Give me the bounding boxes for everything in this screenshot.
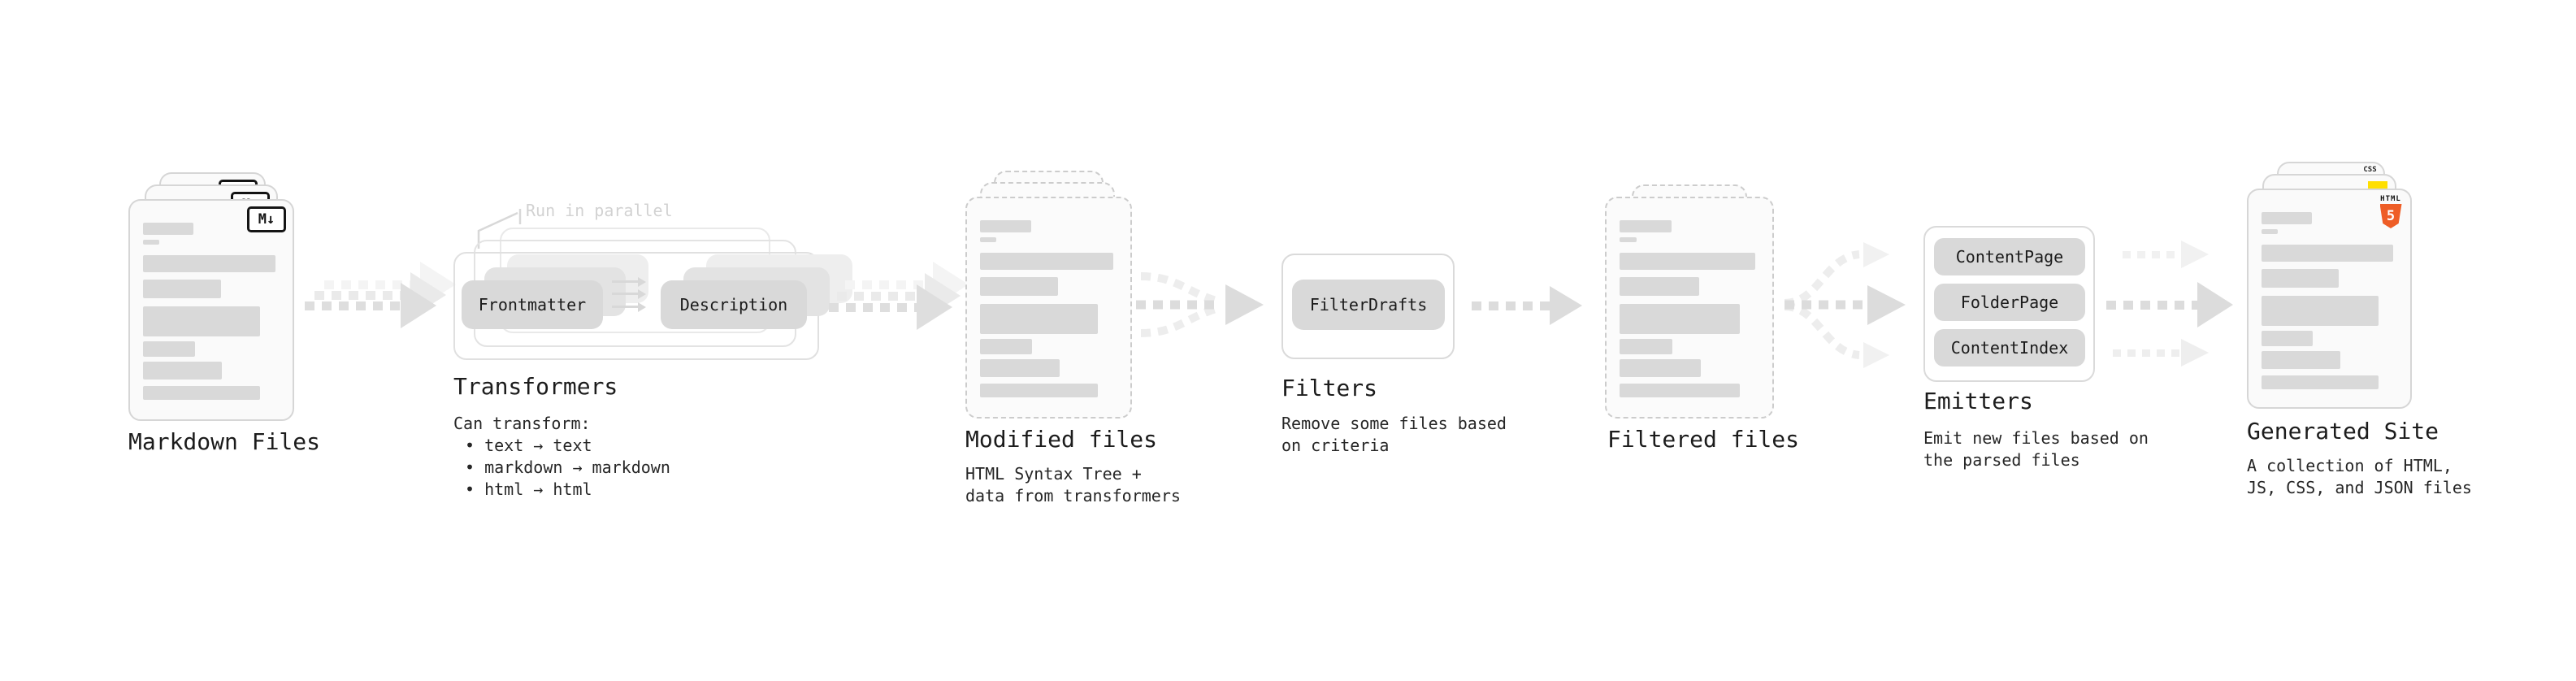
stage-label-emitters: Emitters bbox=[1923, 388, 2033, 414]
placeholder-bar bbox=[2262, 269, 2340, 288]
split-connector bbox=[1784, 242, 1906, 368]
placeholder-bar bbox=[980, 384, 1099, 397]
transformers-description: Can transform: • text → text • markdown … bbox=[453, 413, 670, 501]
placeholder-bar bbox=[143, 306, 261, 336]
filters-description: Remove some files based on criteria bbox=[1281, 413, 1507, 457]
html5-word: HTML bbox=[2380, 195, 2401, 203]
placeholder-bar bbox=[1620, 304, 1740, 334]
parallel-arrow-icon bbox=[612, 276, 646, 287]
placeholder-bar bbox=[1620, 220, 1672, 232]
stage-label-markdown-files: Markdown Files bbox=[128, 428, 321, 455]
placeholder-bar bbox=[143, 362, 223, 380]
css-badge-text: CSS bbox=[2363, 166, 2377, 174]
description-line: the parsed files bbox=[1923, 450, 2080, 470]
placeholder-bar bbox=[143, 386, 261, 400]
stage-label-filters: Filters bbox=[1281, 375, 1378, 401]
placeholder-bar bbox=[980, 220, 1031, 232]
placeholder-bar bbox=[1620, 339, 1673, 354]
document-placeholder-lines bbox=[130, 201, 293, 400]
placeholder-bar bbox=[1620, 253, 1755, 270]
can-transform-title: Can transform: bbox=[453, 414, 591, 433]
dashed-arrow bbox=[305, 283, 436, 328]
html5-number: 5 bbox=[2386, 208, 2396, 224]
stage-label-generated-site: Generated Site bbox=[2247, 418, 2439, 445]
placeholder-bar bbox=[1620, 359, 1701, 377]
markdown-icon: M↓ bbox=[247, 206, 286, 232]
dashed-arrow-ghost bbox=[2123, 241, 2209, 268]
placeholder-bar bbox=[143, 255, 275, 272]
merge-connector bbox=[1136, 272, 1264, 337]
placeholder-bar bbox=[143, 240, 160, 245]
dashed-arrow-ghost bbox=[2113, 339, 2209, 367]
placeholder-bar bbox=[980, 359, 1060, 377]
filter-pill-filterdrafts: FilterDrafts bbox=[1292, 280, 1445, 330]
placeholder-bar bbox=[2262, 296, 2379, 326]
run-in-parallel-note: Run in parallel bbox=[526, 201, 673, 220]
placeholder-bar bbox=[1620, 384, 1740, 397]
parallel-arrow-icon bbox=[612, 288, 646, 299]
filtered-file-card-front bbox=[1605, 197, 1774, 419]
transform-bullet: • markdown → markdown bbox=[465, 458, 670, 477]
placeholder-bar bbox=[143, 223, 194, 235]
generated-site-description: A collection of HTML, JS, CSS, and JSON … bbox=[2247, 455, 2472, 499]
markdown-file-card-front: M↓ bbox=[128, 199, 294, 421]
description-line: data from transformers bbox=[965, 486, 1181, 505]
description-line: Remove some files based bbox=[1281, 414, 1507, 433]
flow-arrow-filters-to-filtered bbox=[1472, 286, 1582, 325]
placeholder-bar bbox=[143, 341, 195, 357]
placeholder-bar bbox=[980, 304, 1099, 334]
placeholder-bar bbox=[980, 237, 997, 242]
description-line: Emit new files based on bbox=[1923, 428, 2149, 448]
description-line: on criteria bbox=[1281, 436, 1390, 455]
description-line: HTML Syntax Tree + bbox=[965, 464, 1142, 484]
site-file-card-html: HTML 5 bbox=[2247, 189, 2412, 409]
transform-bullet: • html → html bbox=[465, 479, 592, 499]
placeholder-bar bbox=[1620, 237, 1637, 242]
placeholder-bar bbox=[980, 253, 1113, 270]
modified-file-card-front bbox=[965, 197, 1132, 419]
emitters-description: Emit new files based on the parsed files bbox=[1923, 427, 2149, 471]
document-placeholder-lines bbox=[967, 198, 1130, 397]
emitter-pill-contentpage: ContentPage bbox=[1934, 238, 2085, 275]
emitter-pill-folderpage: FolderPage bbox=[1934, 284, 2085, 321]
parallel-arrow-icon bbox=[612, 301, 646, 312]
js-icon bbox=[2368, 181, 2387, 189]
transformer-pill-description: Description bbox=[661, 280, 807, 329]
html5-icon: HTML 5 bbox=[2378, 195, 2404, 228]
placeholder-bar bbox=[980, 339, 1033, 354]
dashed-arrow bbox=[2106, 282, 2233, 327]
description-line: JS, CSS, and JSON files bbox=[2247, 478, 2472, 497]
placeholder-bar bbox=[1620, 277, 1700, 296]
placeholder-bar bbox=[143, 280, 221, 298]
placeholder-bar bbox=[2262, 331, 2314, 346]
document-placeholder-lines bbox=[1607, 198, 1772, 397]
description-line: A collection of HTML, bbox=[2247, 456, 2452, 475]
stage-label-filtered-files: Filtered files bbox=[1607, 426, 1800, 453]
transform-bullet: • text → text bbox=[465, 436, 592, 455]
placeholder-bar bbox=[980, 277, 1059, 296]
emitter-pill-contentindex: ContentIndex bbox=[1934, 329, 2085, 367]
placeholder-bar bbox=[2262, 212, 2312, 224]
dashed-arrow bbox=[829, 284, 952, 330]
placeholder-bar bbox=[2262, 229, 2279, 234]
modified-files-description: HTML Syntax Tree + data from transformer… bbox=[965, 463, 1181, 507]
stage-label-transformers: Transformers bbox=[453, 373, 618, 400]
placeholder-bar bbox=[2262, 245, 2393, 262]
document-placeholder-lines bbox=[2249, 190, 2410, 389]
transformer-pill-frontmatter: Frontmatter bbox=[462, 280, 603, 329]
placeholder-bar bbox=[2262, 351, 2340, 369]
stage-label-modified-files: Modified files bbox=[965, 426, 1158, 453]
placeholder-bar bbox=[2262, 375, 2379, 389]
